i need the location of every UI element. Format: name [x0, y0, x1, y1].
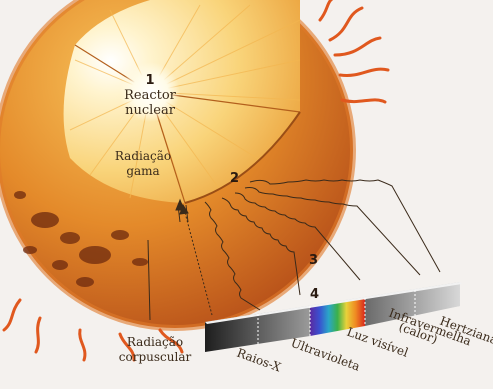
gamma-label-line2: gama: [126, 164, 159, 178]
label-number-4: 4: [310, 287, 319, 302]
corpuscular-label-line2: corpuscular: [119, 350, 192, 364]
reactor-label-line1: Reactor: [124, 88, 177, 103]
label-number-2: 2: [230, 171, 239, 186]
gamma-label-line1: Radiação: [115, 149, 171, 163]
reactor-label-line2: nuclear: [125, 103, 176, 118]
label-number-3: 3: [309, 253, 318, 268]
label-number-1: 1: [145, 73, 154, 88]
corpuscular-label-line1: Radiação: [127, 335, 183, 349]
